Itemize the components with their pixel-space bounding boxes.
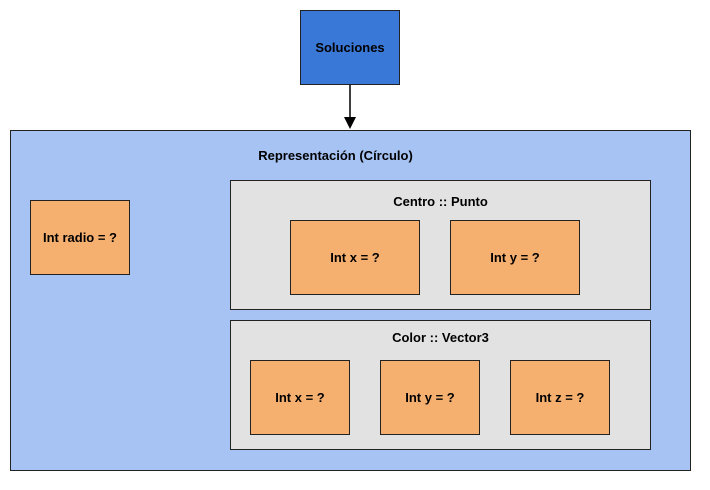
color-field-y: Int y = ?: [380, 360, 480, 435]
representacion-title: Representación (Círculo): [258, 148, 413, 163]
soluciones-node: Soluciones: [300, 10, 400, 85]
color-title: Color :: Vector3: [392, 330, 489, 345]
centro-field-x: Int x = ?: [290, 220, 420, 295]
centro-title: Centro :: Punto: [393, 194, 488, 209]
color-field-y-label: Int y = ?: [405, 390, 455, 405]
color-field-x-label: Int x = ?: [275, 390, 325, 405]
color-field-x: Int x = ?: [250, 360, 350, 435]
centro-field-y: Int y = ?: [450, 220, 580, 295]
centro-field-y-label: Int y = ?: [490, 250, 540, 265]
radio-label: Int radio = ?: [42, 230, 118, 245]
color-field-z-label: Int z = ?: [535, 390, 585, 405]
soluciones-label: Soluciones: [315, 40, 385, 55]
radio-field: Int radio = ?: [30, 200, 130, 275]
color-field-z: Int z = ?: [510, 360, 610, 435]
centro-field-x-label: Int x = ?: [330, 250, 380, 265]
